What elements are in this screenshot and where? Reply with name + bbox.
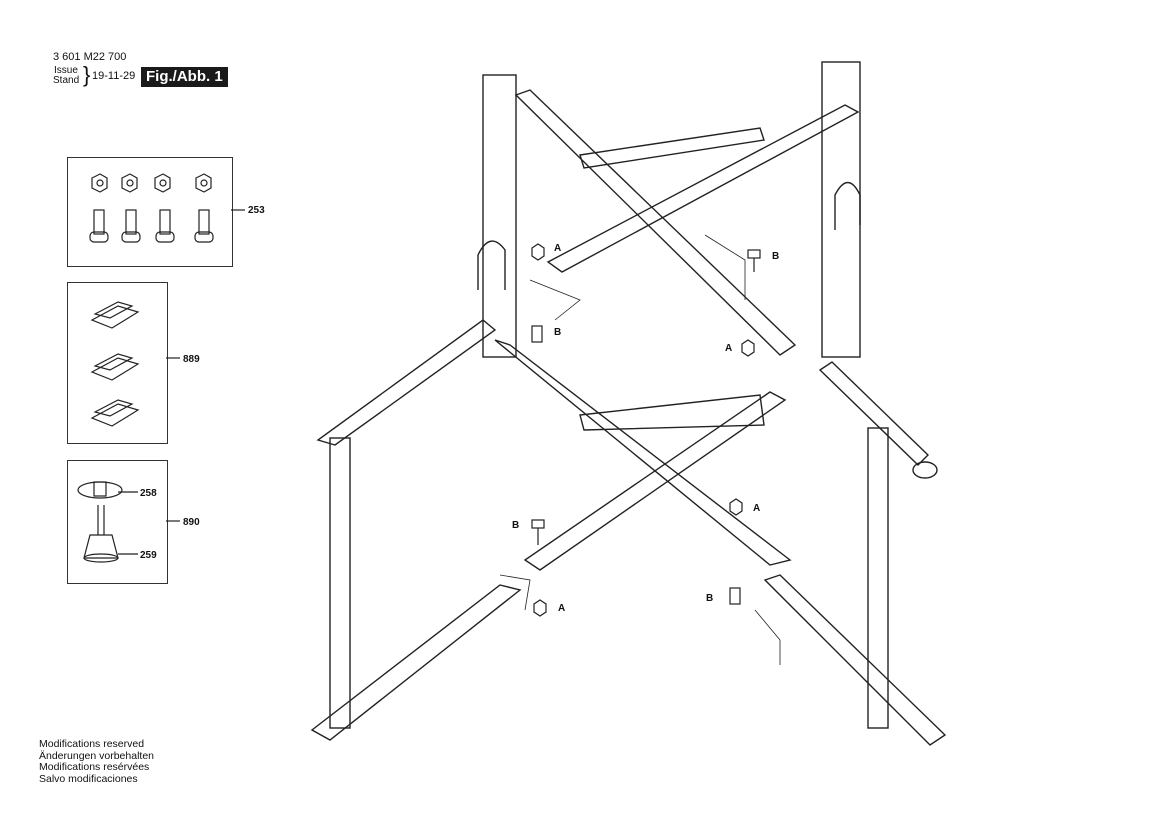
bolt-icons [89, 209, 214, 243]
issue-label: Issue [54, 65, 78, 76]
fastener-icons [531, 243, 761, 617]
stand-frame [310, 61, 947, 746]
modifications-notice: Modifications reserved Änderungen vorbeh… [39, 738, 155, 785]
wing-nut-icon [77, 481, 123, 499]
callout-b: B [772, 251, 780, 262]
callout-a: A [753, 503, 761, 514]
stand-label: Stand [53, 75, 80, 86]
brace: } [83, 62, 91, 87]
callout-a: A [725, 343, 733, 354]
foot-screw-icon [83, 505, 119, 563]
notice-line: Änderungen vorbehalten [39, 749, 155, 762]
clip-icons [90, 301, 140, 427]
part-number: 3 601 M22 700 [53, 51, 127, 63]
figure-label: Fig./Abb. 1 [141, 67, 228, 87]
notice-line: Modifications reserved [39, 738, 145, 750]
part-label-253: 253 [248, 205, 265, 216]
notice-line: Salvo modificaciones [39, 772, 138, 785]
callout-a: A [554, 243, 562, 254]
part-label-890: 890 [183, 517, 200, 528]
callout-b: B [554, 327, 562, 338]
nut-icons [91, 173, 212, 193]
callout-b: B [706, 593, 714, 604]
part-label-259: 259 [140, 550, 157, 561]
part-box-890 [67, 460, 168, 584]
part-label-258: 258 [140, 488, 157, 499]
part-label-889: 889 [183, 354, 200, 365]
callout-a: A [558, 603, 566, 614]
callout-b: B [512, 520, 520, 531]
notice-line: Modifications resérvées [39, 761, 150, 773]
part-box-889 [67, 282, 168, 444]
issue-date: 19-11-29 [92, 70, 136, 82]
